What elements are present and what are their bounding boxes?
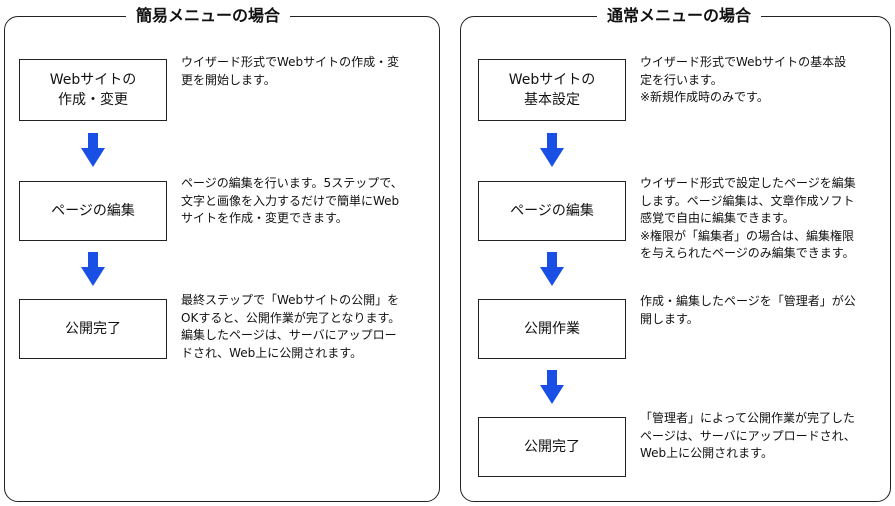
simple-menu-title: 簡易メニューの場合 [126,5,291,27]
simple-down-arrow-2 [81,252,105,286]
simple-step-2-label: ページの編集 [51,203,135,219]
normal-step-2-label: ページの編集 [510,203,594,219]
normal-step-edit-page: ページの編集 [478,181,626,241]
normal-step-basic-settings: Webサイトの 基本設定 [478,59,626,121]
simple-step-1-description: ウイザード形式でWebサイトの作成・変 更を開始します。 [181,55,400,87]
normal-menu-title: 通常メニューの場合 [597,5,762,27]
normal-step-publish-work: 公開作業 [478,299,626,359]
normal-step-4-description: 「管理者」によって公開作業が完了した ページは、サーバにアップロードされ、 We… [640,411,856,460]
simple-step-1-label: Webサイトの 作成・変更 [49,72,137,108]
normal-down-arrow-2 [540,252,564,286]
simple-down-arrow-1 [81,133,105,167]
simple-step-3-label: 公開完了 [65,321,121,337]
normal-down-arrow-3 [540,370,564,404]
simple-step-publish-complete: 公開完了 [19,299,167,359]
simple-step-edit-page: ページの編集 [19,181,167,241]
normal-step-1-label: Webサイトの 基本設定 [508,72,596,108]
simple-step-3-description: 最終ステップで「Webサイトの公開」を OKすると、公開作業が完了となります。 … [181,293,401,360]
normal-step-1-description: ウイザード形式でWebサイトの基本設 定を行います。 ※新規作成時のみです。 [640,55,847,104]
normal-step-3-description: 作成・編集したページを「管理者」が公 開します。 [640,294,856,326]
normal-step-publish-complete: 公開完了 [478,417,626,477]
normal-step-4-label: 公開完了 [524,439,580,455]
normal-down-arrow-1 [540,133,564,167]
simple-step-create-site: Webサイトの 作成・変更 [19,59,167,121]
normal-step-2-description: ウイザード形式で設定したページを編集 します。ページ編集は、文章作成ソフト 感覚… [640,176,856,260]
normal-step-3-label: 公開作業 [524,321,580,337]
simple-step-2-description: ページの編集を行います。5ステップで、 文字と画像を入力するだけで簡単にWeb … [181,176,403,225]
